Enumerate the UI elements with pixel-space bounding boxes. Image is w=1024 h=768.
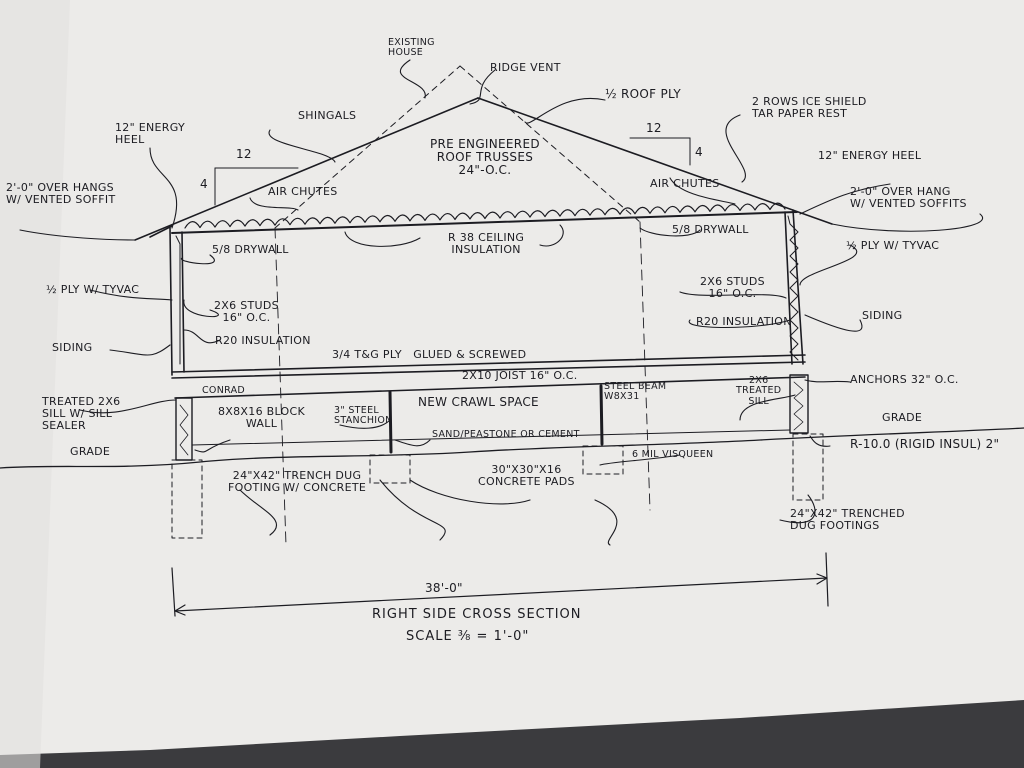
label-studs-left: 2x6 STUDS 16" O.C. — [214, 299, 279, 325]
overall-dimension: 38'-0" — [425, 581, 463, 595]
label-air-chutes-right: AIR CHUTES — [650, 177, 720, 190]
label-grade-left: GRADE — [70, 445, 111, 458]
footings — [171, 433, 824, 539]
grade-line — [0, 427, 1024, 469]
crawl-space-floor — [191, 429, 791, 446]
label-grade-right: GRADE — [882, 411, 923, 424]
pitch-rise-right: 4 — [695, 145, 703, 159]
label-roof-ply: ½ ROOF PLY — [605, 87, 682, 101]
label-ply-tyvac-right: ½ PLY W/ TYVAC — [846, 239, 940, 252]
ceiling-insulation — [184, 202, 786, 229]
label-block-wall: 8x8x16 BLOCK WALL — [218, 405, 305, 431]
pitch-rise-left: 4 — [200, 177, 208, 191]
wall-left — [169, 227, 185, 376]
label-treated-sill-right: 2x6 TREATED SILL — [736, 375, 782, 407]
label-ridge-vent: RIDGE VENT — [490, 61, 561, 74]
label-drywall-left: 5/8 DRYWALL — [212, 243, 289, 256]
label-studs-right: 2x6 STUDS 16" O.C. — [700, 275, 765, 301]
label-trench-footing-right: 24"x42" TRENCHED DUG FOOTINGS — [790, 507, 905, 533]
label-ice-shield: 2 ROWS ICE SHIELD TAR PAPER REST — [752, 95, 867, 121]
pitch-run-right: 12 — [646, 121, 662, 135]
label-energy-heel-right: 12" ENERGY HEEL — [818, 149, 922, 162]
label-r20-right: R20 INSULATION — [696, 315, 792, 328]
label-joist: 2X10 JOIST 16" O.C. — [462, 369, 578, 382]
floor-system — [171, 354, 806, 399]
label-r20-left: R20 INSULATION — [215, 334, 311, 347]
label-siding-left: SIDING — [52, 341, 93, 354]
label-air-chutes-left: AIR CHUTES — [268, 185, 338, 198]
label-overhang-right: 2'-0" OVER HANG W/ VENTED SOFFITS — [850, 185, 967, 211]
label-existing-house: EXISTING HOUSE — [388, 37, 435, 59]
label-roof-trusses: PRE ENGINEERED ROOF TRUSSES 24"-O.C. — [430, 137, 540, 178]
label-treated-sill-left: TREATED 2x6 SILL W/ SILL SEALER — [42, 395, 121, 433]
pitch-indicator-right — [629, 137, 691, 166]
leader-lines — [19, 59, 984, 546]
label-sand-peastone: SAND/PEASTONE OR CEMENT — [432, 429, 580, 440]
label-vapor-barrier: 6 MIL VISQUEEN — [632, 449, 714, 460]
label-steel-stanchion: 3" STEEL STANCHION — [334, 405, 393, 427]
label-overhang-left: 2'-0" OVER HANGS W/ VENTED SOFFIT — [6, 181, 116, 207]
foundation-wall-right — [789, 374, 809, 434]
label-conrad: CONRAD — [202, 385, 246, 396]
pitch-run-left: 12 — [236, 147, 252, 161]
centerlines — [274, 221, 651, 546]
label-shingles: SHINGALS — [298, 109, 357, 122]
ceiling-line — [171, 211, 798, 234]
label-concrete-pads: 30"x30"x16 CONCRETE PADS — [478, 463, 575, 489]
label-energy-heel-left: 12" ENERGY HEEL — [115, 121, 186, 147]
label-ply-tyvac-left: ½ PLY W/ TYVAC — [46, 283, 140, 296]
drawing-scale: SCALE ⅜ = 1'-0" — [406, 629, 530, 644]
label-anchors: ANCHORS 32" O.C. — [850, 373, 959, 386]
drawing-title: RIGHT SIDE CROSS SECTION — [372, 607, 582, 622]
dimension-line — [171, 552, 829, 617]
label-rigid-insulation: R-10.0 (RIGID INSUL) 2" — [850, 437, 1000, 451]
pitch-indicator-left — [214, 167, 299, 206]
existing-house-roofline — [274, 65, 641, 229]
label-trench-footing-left: 24"x42" TRENCH DUG FOOTING W/ CONCRETE — [228, 469, 367, 495]
roof-outline — [134, 97, 833, 241]
label-drywall-right: 5/8 DRYWALL — [672, 223, 749, 236]
label-ceiling-insulation: R 38 CEILING INSULATION — [448, 231, 525, 257]
steel-stanchion-left — [388, 390, 393, 454]
label-crawl-space: NEW CRAWL SPACE — [418, 395, 539, 409]
steel-stanchion-right — [599, 384, 604, 446]
label-steel-beam: STEEL BEAM W8x31 — [604, 381, 667, 403]
label-subfloor: 3/4 T&G PLY GLUED & SCREWED — [332, 348, 527, 361]
wall-right — [784, 209, 804, 365]
label-siding-right: SIDING — [862, 309, 903, 322]
